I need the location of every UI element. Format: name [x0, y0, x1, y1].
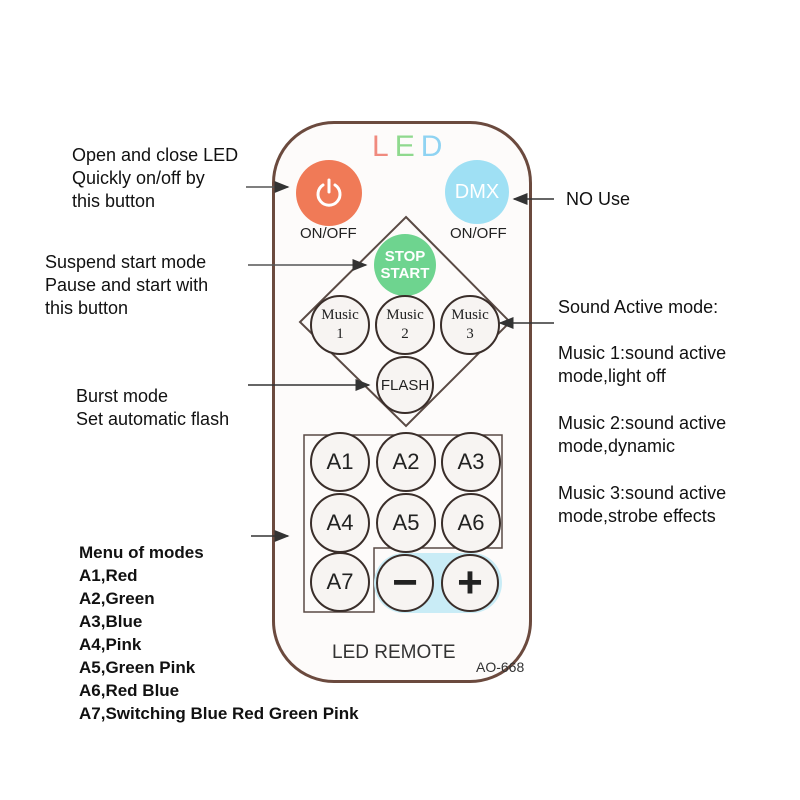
mode-a1-text: A1 — [326, 449, 354, 474]
stop-text: STOP — [384, 248, 426, 265]
stop-start-button[interactable]: STOP START — [374, 234, 436, 296]
mode-a4-text: A4 — [326, 510, 354, 535]
annotation-menu: Menu of modes A1,Red A2,Green A3,Blue A4… — [79, 541, 359, 725]
annotation-power: Open and close LED Quickly on/off by thi… — [72, 145, 239, 211]
power-label: ON/OFF — [300, 225, 357, 242]
music-3-line1: Music — [451, 307, 489, 323]
menu-line: A2,Green — [79, 589, 155, 608]
menu-line: A5,Green Pink — [79, 658, 196, 677]
minus-text: − — [392, 558, 418, 607]
annotation-stop: Suspend start mode Pause and start with … — [45, 252, 209, 318]
led-logo: LED — [372, 130, 448, 164]
mode-a6-text: A6 — [457, 510, 485, 535]
dmx-label: ON/OFF — [450, 225, 507, 242]
logo-letter-d: D — [420, 130, 449, 163]
mode-a1-button[interactable]: A1 — [310, 432, 370, 492]
plus-button[interactable]: + — [441, 554, 499, 612]
mode-a3-text: A3 — [457, 449, 485, 474]
mode-a2-button[interactable]: A2 — [376, 432, 436, 492]
logo-letter-e: E — [394, 130, 421, 163]
annotation-music1: Music 1:sound active mode,light off — [558, 343, 727, 386]
annotation-music2: Music 2:sound active mode,dynamic — [558, 413, 727, 456]
menu-line: A1,Red — [79, 566, 138, 585]
mode-a7-button[interactable]: A7 — [310, 552, 370, 612]
menu-line: A3,Blue — [79, 612, 143, 631]
mode-a5-text: A5 — [392, 510, 420, 535]
dmx-text: DMX — [454, 180, 500, 203]
menu-line: A6,Red Blue — [79, 681, 180, 700]
logo-letter-l: L — [372, 130, 395, 163]
music-2-button[interactable]: Music 2 — [375, 295, 435, 355]
power-icon — [316, 178, 342, 207]
menu-line: A4,Pink — [79, 635, 142, 654]
model-label: AO-668 — [476, 659, 525, 675]
mode-a5-button[interactable]: A5 — [376, 493, 436, 553]
music-2-line1: Music — [386, 307, 424, 323]
mode-a6-button[interactable]: A6 — [441, 493, 501, 553]
mode-a2-text: A2 — [392, 449, 420, 474]
music-3-line2: 3 — [466, 326, 474, 342]
start-text: START — [380, 265, 430, 282]
music-2-line2: 2 — [401, 326, 409, 342]
music-1-line2: 1 — [336, 326, 344, 342]
music-1-line1: Music — [321, 307, 359, 323]
flash-button[interactable]: FLASH — [376, 356, 434, 414]
brand-label: LED REMOTE — [332, 642, 456, 663]
annotation-dmx: NO Use — [566, 189, 631, 209]
annotation-music3: Music 3:sound active mode,strobe effects — [558, 483, 727, 526]
annotation-burst: Burst mode Set automatic flash — [76, 386, 230, 429]
music-3-button[interactable]: Music 3 — [440, 295, 500, 355]
minus-button[interactable]: − — [376, 554, 434, 612]
diamond-frame — [298, 215, 512, 428]
mode-grid-frame — [303, 434, 503, 613]
mode-a7-text: A7 — [326, 569, 354, 594]
menu-line: A7,Switching Blue Red Green Pink — [79, 704, 359, 723]
power-button[interactable] — [296, 160, 362, 226]
plus-text: + — [457, 558, 483, 607]
menu-line: Menu of modes — [79, 543, 204, 562]
mode-a3-button[interactable]: A3 — [441, 432, 501, 492]
dmx-button[interactable]: DMX — [445, 160, 509, 224]
music-1-button[interactable]: Music 1 — [310, 295, 370, 355]
annotation-sound-title: Sound Active mode: — [558, 297, 719, 317]
flash-text: FLASH — [380, 376, 430, 394]
